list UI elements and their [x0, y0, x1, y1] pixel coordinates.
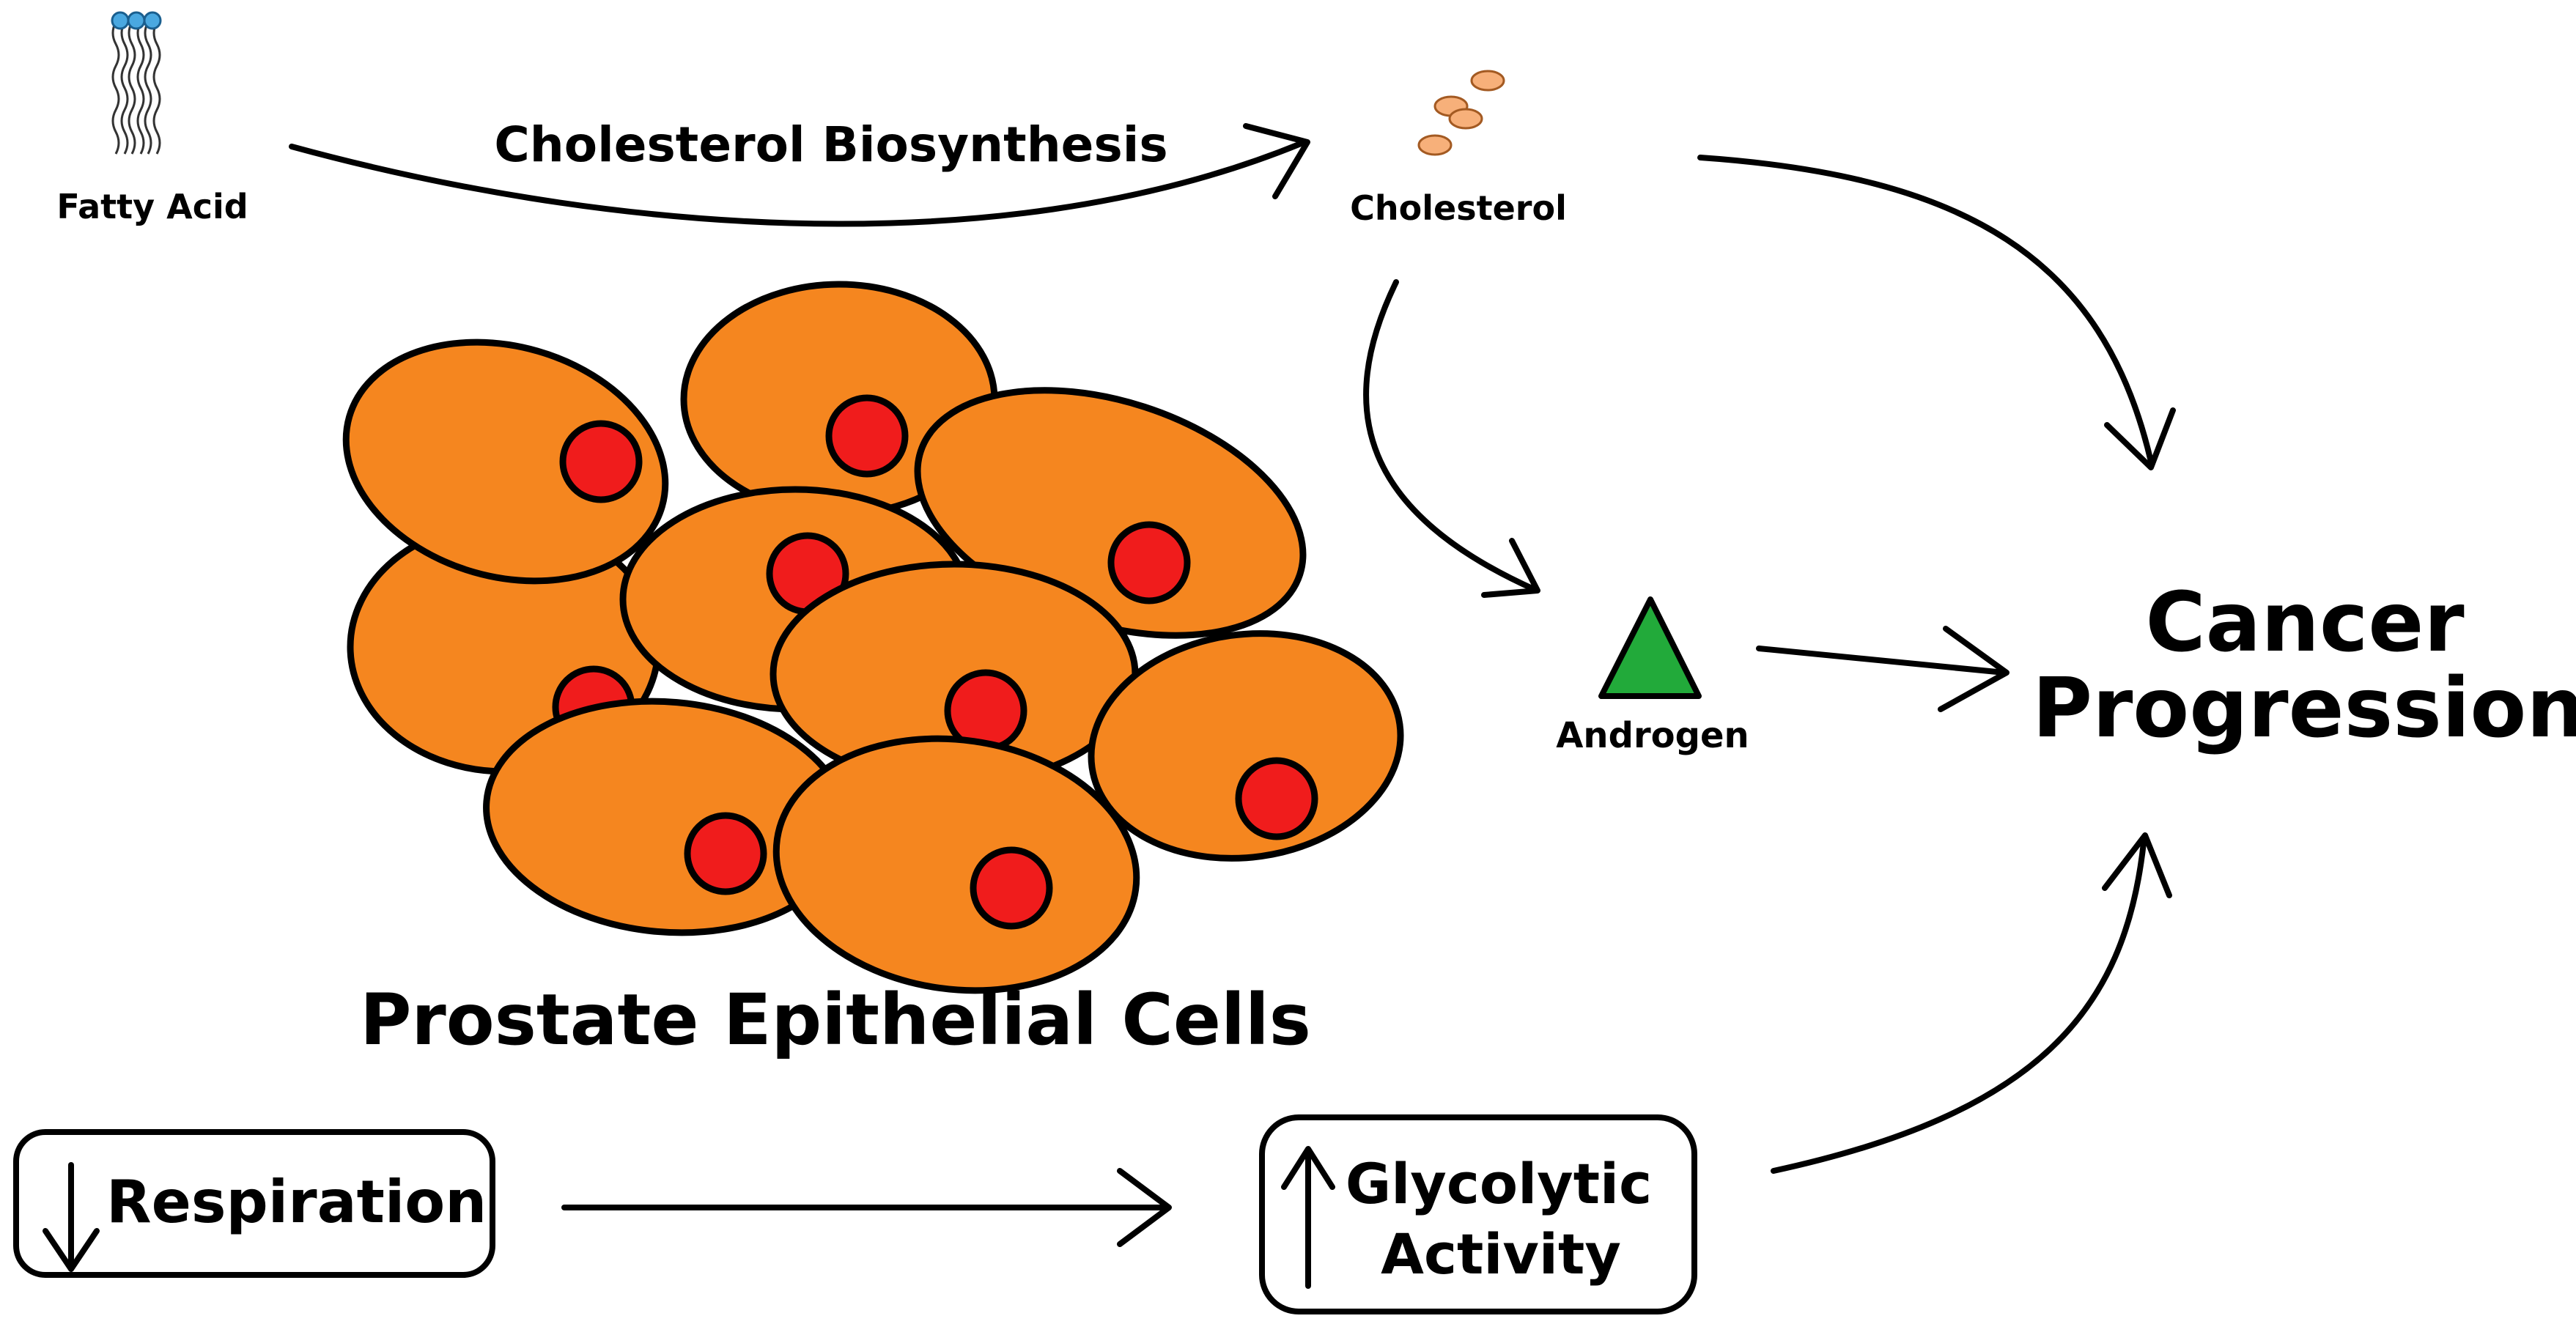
- biosynthesis-arrow: [289, 123, 1310, 227]
- fatty-acid-icon: [111, 11, 162, 155]
- prostate-cells-caption: Prostate Epithelial Cells: [360, 979, 1311, 1061]
- glycolytic-label: Glycolytic: [1346, 1151, 1652, 1216]
- cholesterol-label: Cholesterol: [1350, 188, 1567, 228]
- respiration-box: Respiration: [13, 1129, 495, 1278]
- respiration-to-glycolytic-arrow: [561, 1168, 1172, 1247]
- prostate-cell: [772, 735, 1140, 994]
- cholesterol-to-androgen-arrow: [1363, 279, 1540, 598]
- prostate-cell: [1088, 630, 1404, 862]
- up-arrow-icon: [1281, 1146, 1335, 1289]
- androgen-triangle-icon: [1598, 596, 1702, 699]
- cholesterol-molecules-icon: [1417, 70, 1505, 156]
- cholesterol-to-cancer-arrow: [1697, 155, 2176, 470]
- androgen-label: Androgen: [1556, 715, 1749, 756]
- respiration-label: Respiration: [106, 1168, 487, 1236]
- fatty-acid-heads: [111, 11, 162, 30]
- fatty-acid-label: Fatty Acid: [56, 187, 248, 226]
- androgen-to-cancer-arrow: [1756, 626, 2009, 712]
- down-arrow-icon: [43, 1162, 100, 1272]
- glycolytic-to-cancer-arrow: [1771, 832, 2172, 1174]
- activity-label: Activity: [1381, 1221, 1621, 1287]
- glycolytic-box: Glycolytic Activity: [1259, 1114, 1697, 1314]
- cancer-progression-title: Cancer: [2145, 575, 2464, 670]
- prostate-cell: [342, 339, 669, 585]
- prostate-cell-cluster: [342, 281, 1404, 994]
- biosynthesis-label: Cholesterol Biosynthesis: [494, 117, 1167, 173]
- cancer-progression-subtitle: Progression: [2032, 661, 2576, 756]
